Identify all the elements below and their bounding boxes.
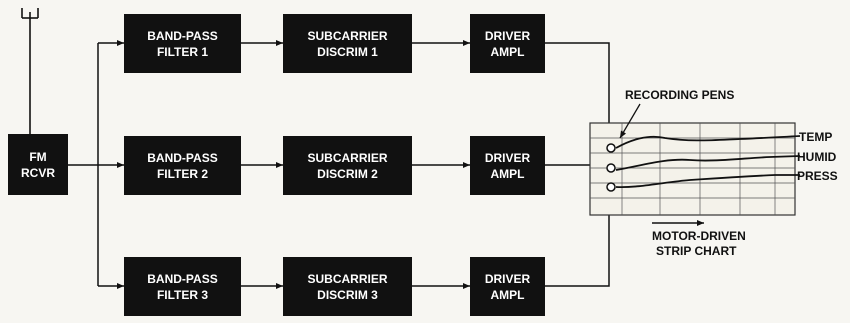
pens-leader-line (619, 103, 641, 139)
press-channel-label: PRESS (797, 169, 838, 183)
ampl1-to-pen-line (545, 42, 610, 130)
band-pass-filter-3-block: BAND-PASS FILTER 3 (124, 257, 241, 316)
humid-trace (615, 155, 801, 171)
block-label-line-1: FM (29, 149, 47, 164)
block-label-line-1: DRIVER (484, 150, 531, 165)
driver-ampl-2-block: DRIVER AMPL (470, 136, 545, 195)
block-label-line-2: FILTER 1 (156, 44, 209, 59)
humid-channel-label: HUMID (797, 150, 837, 164)
block-label-line-1: DRIVER (484, 28, 531, 43)
fm-receiver-block: FM RCVR (8, 134, 68, 195)
press-trace (615, 174, 800, 188)
pen-1-icon (606, 143, 616, 153)
strip-chart-label-line-1: MOTOR-DRIVEN (652, 229, 746, 243)
band-pass-filter-1-block: BAND-PASS FILTER 1 (124, 14, 241, 73)
block-label-line-2: AMPL (490, 44, 525, 59)
block-label-line-2: DISCRIM 2 (317, 166, 378, 181)
temp-trace (615, 135, 801, 149)
strip-chart-paper (589, 103, 801, 226)
block-label-line-2: DISCRIM 1 (317, 44, 378, 59)
temp-channel-label: TEMP (799, 130, 833, 144)
pen-2-icon (606, 163, 616, 173)
block-label-line-2: AMPL (490, 166, 525, 181)
pen-3-icon (606, 182, 616, 192)
block-label-line-2: RCVR (20, 165, 55, 180)
block-label-line-2: DISCRIM 3 (317, 287, 378, 302)
block-label-line-1: BAND-PASS (147, 28, 218, 43)
block-label-line-1: BAND-PASS (147, 150, 218, 165)
ampl3-to-pen-line (545, 192, 610, 287)
subcarrier-discrim-1-block: SUBCARRIER DISCRIM 1 (283, 14, 412, 73)
subcarrier-discrim-3-block: SUBCARRIER DISCRIM 3 (283, 257, 412, 316)
driver-ampl-3-block: DRIVER AMPL (470, 257, 545, 316)
strip-chart-label-line-2: STRIP CHART (656, 244, 737, 258)
antenna-icon (21, 8, 39, 135)
block-label-line-1: DRIVER (484, 271, 531, 286)
block-label-line-2: AMPL (490, 287, 525, 302)
block-label-line-2: FILTER 3 (156, 287, 209, 302)
block-label-line-1: SUBCARRIER (307, 28, 388, 43)
recording-pens-label: RECORDING PENS (625, 88, 735, 102)
band-pass-filter-2-block: BAND-PASS FILTER 2 (124, 136, 241, 195)
subcarrier-discrim-2-block: SUBCARRIER DISCRIM 2 (283, 136, 412, 195)
block-label-line-1: BAND-PASS (147, 271, 218, 286)
block-label-line-1: SUBCARRIER (307, 150, 388, 165)
block-label-line-2: FILTER 2 (156, 166, 209, 181)
driver-ampl-1-block: DRIVER AMPL (470, 14, 545, 73)
block-label-line-1: SUBCARRIER (307, 271, 388, 286)
